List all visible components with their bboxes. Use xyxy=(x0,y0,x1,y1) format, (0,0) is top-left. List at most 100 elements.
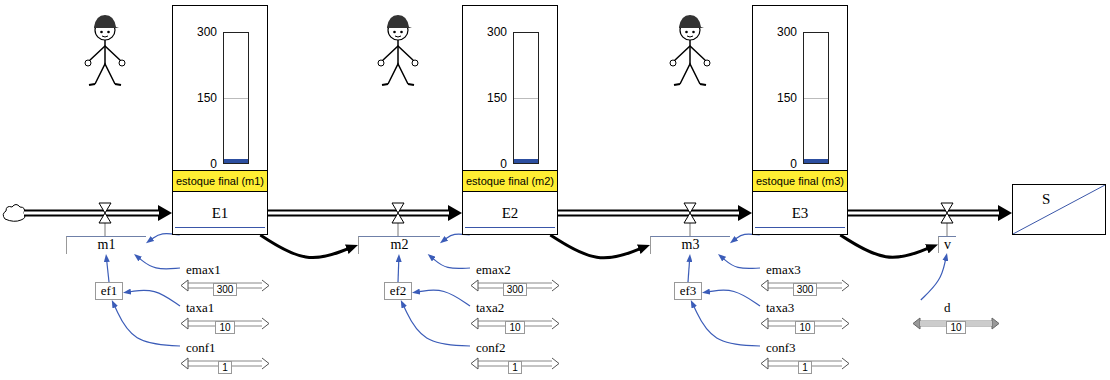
stock-gauge: 3001500estoque final (m3) xyxy=(752,5,848,192)
slider-name: conf1 xyxy=(186,340,216,355)
stock-box: E2 xyxy=(462,191,558,235)
sink-diagonal xyxy=(1013,185,1105,234)
gauge-tick: 300 xyxy=(463,25,507,39)
stock-level xyxy=(465,227,555,228)
stock-link-arrow xyxy=(260,235,347,258)
stock-level xyxy=(755,227,845,228)
gauge-bar xyxy=(223,32,249,164)
gauge-tick: 0 xyxy=(753,157,797,171)
variable-name: m3 xyxy=(682,237,700,253)
input-slider: taxa3 10 xyxy=(760,300,850,330)
worker-figure xyxy=(85,15,125,85)
gauge-tick: 150 xyxy=(173,91,217,105)
info-connector xyxy=(433,259,470,269)
input-slider: conf1 1 xyxy=(180,340,270,370)
slider-name: emax2 xyxy=(476,262,511,277)
info-connector xyxy=(419,290,470,306)
stock-gauge: 300 150 0 estoque final (m2) xyxy=(462,5,558,192)
auxiliary-box: ef1 xyxy=(95,282,123,300)
stock-level xyxy=(175,227,265,228)
gauge-tick: 150 xyxy=(463,91,507,105)
slider-bar: 300 xyxy=(470,279,560,292)
variable-name: m1 xyxy=(98,237,116,253)
stock-link-arrow xyxy=(840,235,927,257)
variable-name: ef1 xyxy=(101,283,118,299)
gauge-label: estoque final (m2) xyxy=(466,175,554,187)
gauge-label-band: estoque final (m2) xyxy=(463,170,557,191)
info-connector xyxy=(139,258,180,268)
input-slider: taxa110 xyxy=(180,300,270,330)
slider-value: 1 xyxy=(218,361,232,374)
info-connector xyxy=(107,261,109,282)
flow-pipe xyxy=(848,213,999,214)
slider-bar: 300 xyxy=(180,279,270,292)
stock-gauge: 3001500estoque final (m1) xyxy=(172,5,268,192)
flow-valve xyxy=(392,203,404,236)
info-connector xyxy=(694,306,760,346)
variable-name: v xyxy=(944,237,951,253)
info-connector xyxy=(404,306,470,346)
worker-figure xyxy=(378,15,418,85)
stock-link-arrow xyxy=(550,235,639,258)
stock-box: E3 xyxy=(752,191,848,235)
gauge-grid xyxy=(514,98,538,99)
input-slider: taxa210 xyxy=(470,300,560,330)
info-connector xyxy=(921,260,946,300)
slider-bar: 1 xyxy=(470,357,560,370)
source-cloud xyxy=(3,205,25,222)
info-connector xyxy=(115,306,180,346)
gauge-label: estoque final (m3) xyxy=(756,175,844,187)
info-connector xyxy=(723,259,760,269)
slider-value: 10 xyxy=(795,321,814,334)
slider-bar: 1 xyxy=(180,357,270,370)
slider-bar: 1 xyxy=(760,357,850,370)
input-slider: emax3300 xyxy=(760,262,850,292)
flow-valve xyxy=(684,203,696,236)
slider-value: 300 xyxy=(503,283,528,296)
flow-pipe xyxy=(558,213,739,214)
slider-bar: 10 xyxy=(470,317,560,330)
gauge-tick: 150 xyxy=(753,91,797,105)
slider-name: taxa1 xyxy=(186,300,214,315)
gauge-tick: 0 xyxy=(463,157,507,171)
slider-bar: 10 xyxy=(912,317,1000,330)
flow-rate: m2 xyxy=(358,236,440,254)
variable-name: ef3 xyxy=(680,283,697,299)
flow-pipe xyxy=(268,213,449,214)
gauge-bar xyxy=(513,32,539,164)
flow-valve xyxy=(941,203,953,236)
sink-box: S xyxy=(1012,184,1106,235)
info-connector xyxy=(709,290,760,306)
info-connector xyxy=(688,261,690,282)
gauge-grid xyxy=(224,98,248,99)
info-connector xyxy=(130,290,180,306)
auxiliary-box: ef2 xyxy=(384,282,412,300)
gauge-fill xyxy=(514,159,538,163)
flow-rate: m1 xyxy=(66,236,146,254)
variable-name: S xyxy=(1041,191,1051,208)
slider-name: emax1 xyxy=(186,262,221,277)
slider-name: conf2 xyxy=(476,340,506,355)
slider-name: taxa3 xyxy=(766,300,794,315)
input-slider: conf2 1 xyxy=(470,340,560,370)
slider-bar: 300 xyxy=(760,279,850,292)
gauge-grid xyxy=(804,98,828,99)
inflow-pipe xyxy=(24,213,159,214)
auxiliary-box: ef3 xyxy=(674,282,702,300)
input-slider: emax2 300 xyxy=(470,262,560,292)
stock-box: E1 xyxy=(172,191,268,235)
slider-value: 300 xyxy=(213,283,238,296)
gauge-label-band: estoque final (m3) xyxy=(753,170,847,191)
gauge-bar xyxy=(803,32,829,164)
slider-name: conf3 xyxy=(766,340,796,355)
input-slider: d 10 xyxy=(912,300,1000,330)
gauge-label-band: estoque final (m1) xyxy=(173,170,267,191)
slider-value: 1 xyxy=(798,361,812,374)
info-connector xyxy=(398,261,400,282)
gauge-tick: 0 xyxy=(173,157,217,171)
slider-name: d xyxy=(944,300,951,315)
slider-value: 10 xyxy=(215,321,234,334)
slider-bar: 10 xyxy=(760,317,850,330)
slider-value: 300 xyxy=(793,283,818,296)
